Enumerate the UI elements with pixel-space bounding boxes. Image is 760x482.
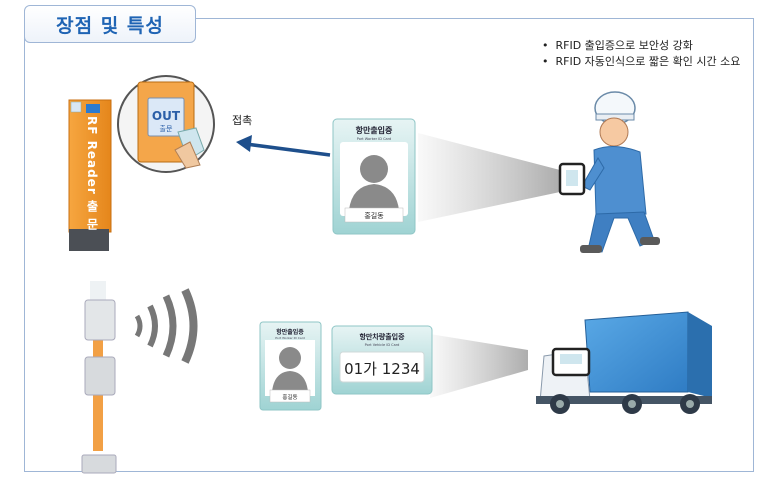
small-card-title: 항만출입증 [276,328,304,336]
section-title-tab: 장점 및 특성 [24,5,196,43]
small-card-subtitle: Port Worker ID Card [275,336,305,340]
contact-arrow [236,135,331,157]
gate-sign-sub: 출문 [160,124,173,133]
small-card-name: 홍길동 [282,393,297,401]
content-frame [24,18,754,472]
scan-beam [418,133,560,222]
small-id-card [259,321,322,411]
gate-reader [68,99,112,251]
gate-vertical-label: RF Reader 출 문 [85,116,99,232]
id-card-name: 홍길동 [364,211,384,220]
truck-figure [536,311,712,414]
worker-figure [558,91,660,253]
feature-item: RFID 자동인식으로 짧은 확인 시간 소요 [542,54,741,70]
vehicle-card-subtitle: Port Vehicle ID Card [365,343,400,347]
magnifier-detail [117,75,215,173]
vehicle-plate: 01가 1234 [344,360,420,378]
pole-readers [81,281,198,474]
id-card-title: 항만출입증 [356,125,393,135]
feature-list: RFID 출입증으로 보안성 강화 RFID 자동인식으로 짧은 확인 시간 소… [542,38,741,70]
contact-label: 접촉 [232,114,252,127]
id-card-subtitle: Port Worker ID Card [357,137,392,141]
section-title: 장점 및 특성 [56,14,164,37]
feature-item: RFID 출입증으로 보안성 강화 [542,38,740,54]
gate-sign-text: OUT [152,109,181,123]
vehicle-id-card [331,325,433,395]
scan-beam-truck [430,334,528,398]
vehicle-card-title: 항만차량출입증 [359,332,405,341]
id-card [332,118,416,235]
